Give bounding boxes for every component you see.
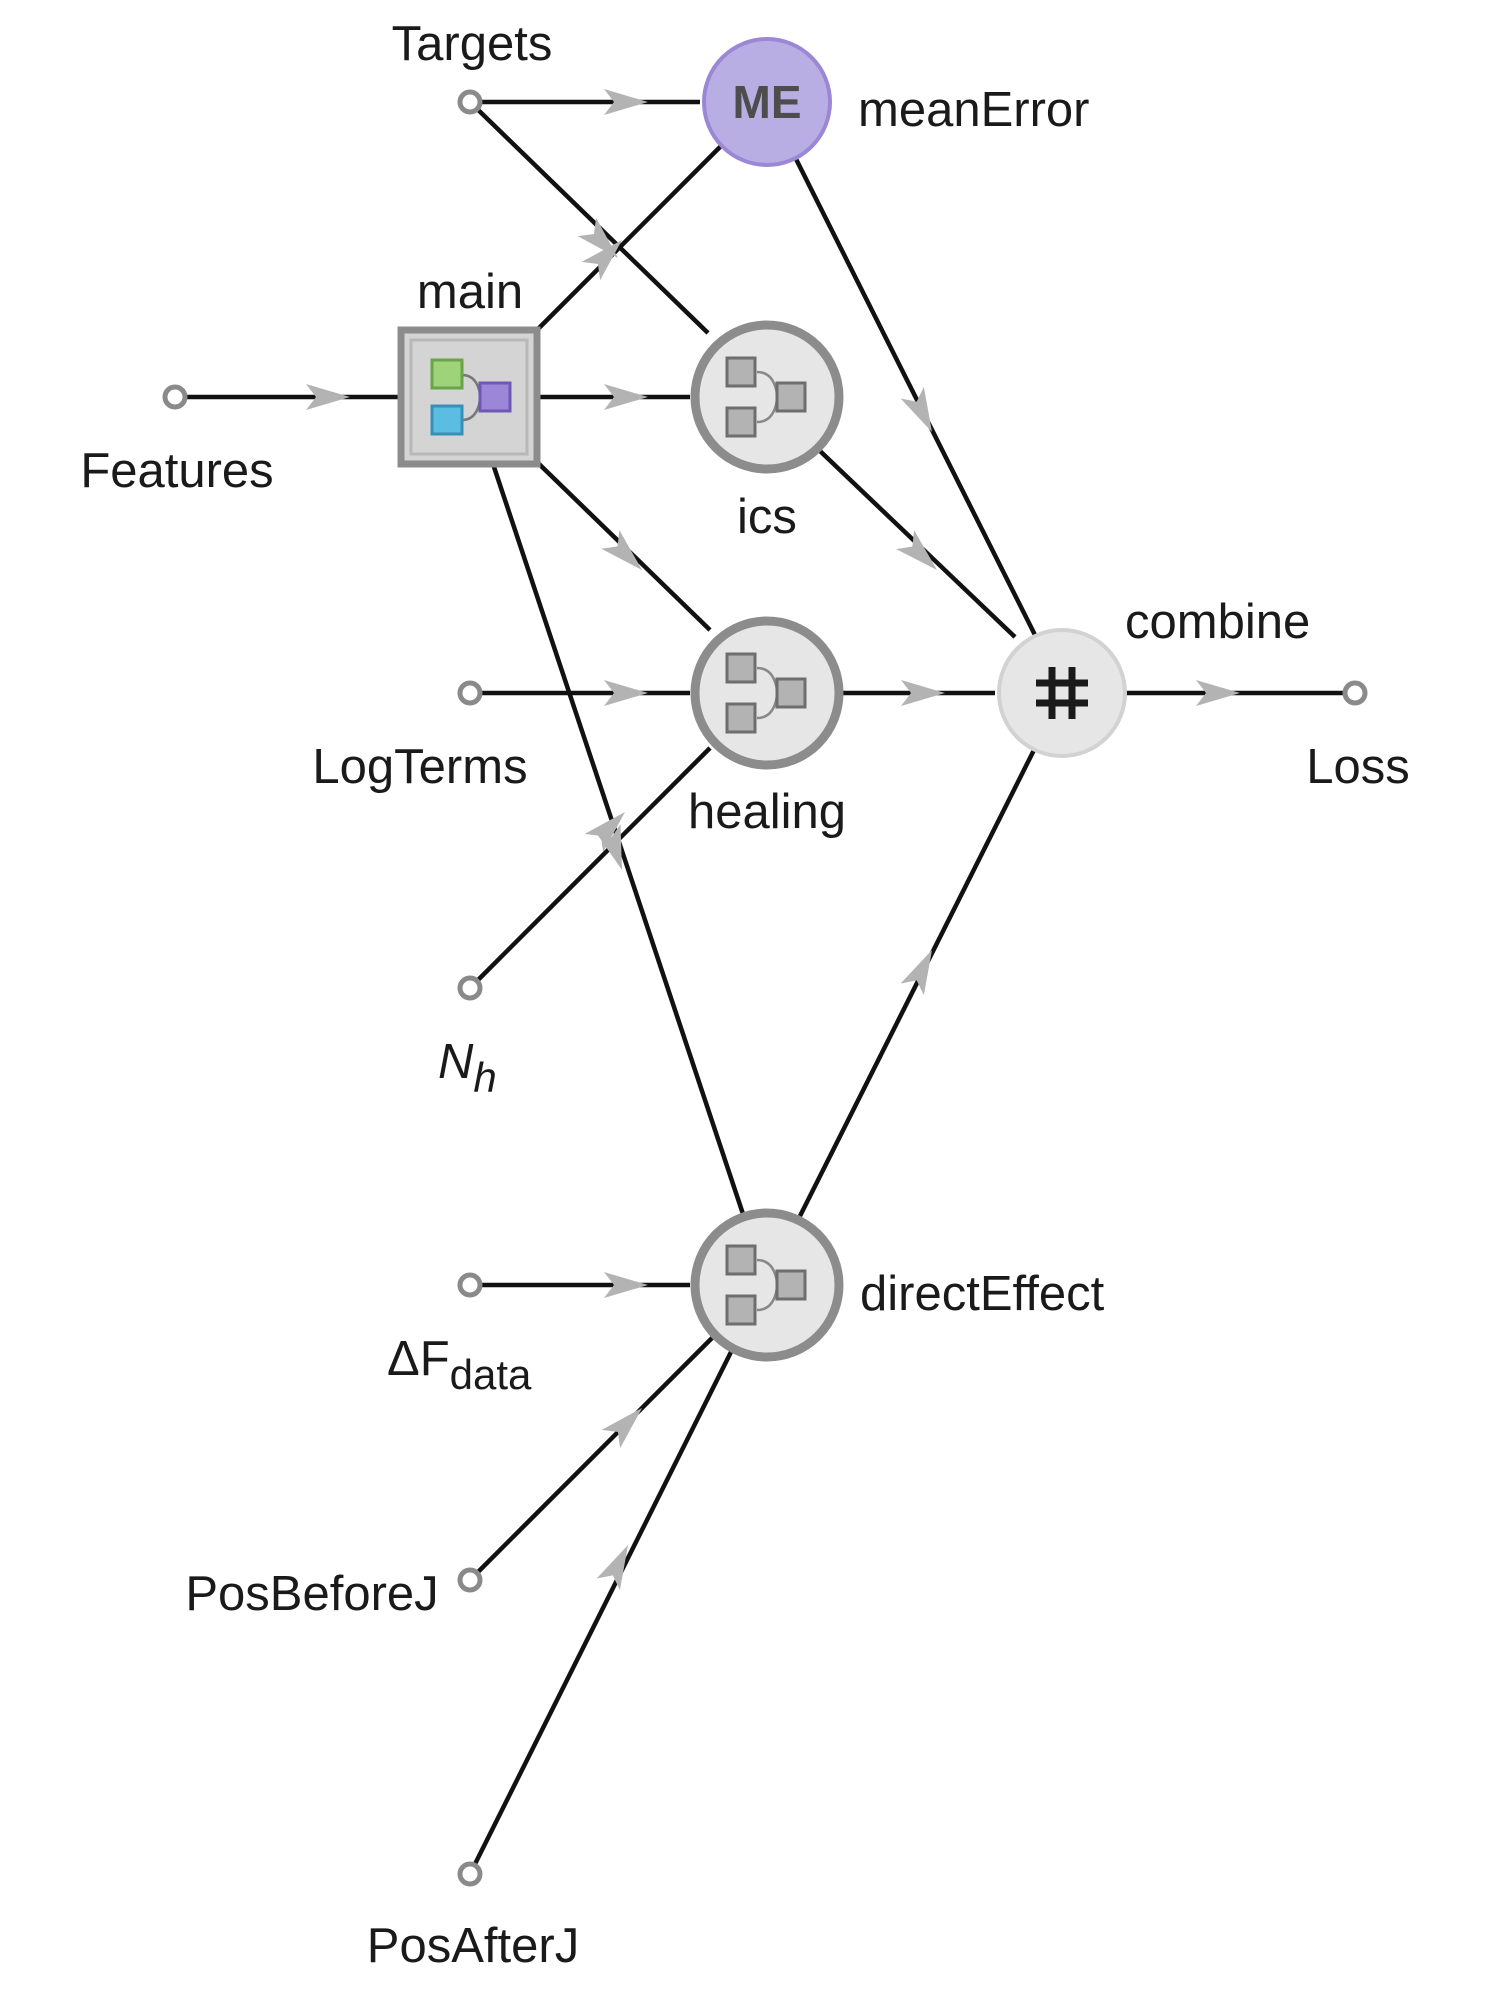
arrowhead — [601, 1408, 642, 1449]
healing-label: healing — [688, 785, 846, 839]
arrowhead — [604, 89, 648, 115]
arrowhead — [1196, 680, 1240, 706]
ics-node[interactable] — [690, 320, 844, 474]
edge-posafter-directeffect — [467, 1348, 735, 1876]
main-node[interactable] — [397, 326, 541, 468]
arrowhead — [577, 217, 618, 258]
network-icon — [725, 652, 807, 734]
meanerror-badge: ME — [733, 76, 802, 128]
labels: Targets meanError main Features ics comb… — [80, 17, 1409, 1973]
edge-meanerror-combine — [792, 155, 1038, 637]
port-deltaf[interactable] — [457, 1272, 483, 1298]
network-icon — [725, 1244, 807, 1326]
edge-posbefore-directeffect — [468, 1336, 714, 1582]
edge-targets-ics — [468, 100, 710, 335]
port-features[interactable] — [162, 384, 188, 410]
edge-main-meanerror — [535, 140, 727, 332]
arrowhead — [584, 812, 625, 853]
main-label: main — [417, 265, 523, 319]
port-loss[interactable] — [1342, 680, 1368, 706]
meanerror-node[interactable]: ME — [702, 37, 832, 167]
arrowhead — [604, 1272, 648, 1298]
arrowhead — [900, 386, 932, 432]
nh-label-main: N — [438, 1035, 474, 1089]
arrowhead — [601, 530, 642, 570]
network-icon — [725, 356, 807, 438]
deltaf-label-main: ΔF — [387, 1332, 450, 1386]
port-logterms[interactable] — [457, 680, 483, 706]
arrowhead — [901, 680, 945, 706]
arrowhead — [595, 824, 622, 870]
arrowhead — [604, 680, 648, 706]
network-composite-icon — [430, 358, 512, 436]
deltaf-label-sub: data — [450, 1351, 532, 1398]
port-posafter[interactable] — [457, 1861, 483, 1887]
arrowhead — [900, 950, 932, 996]
ports — [162, 89, 1368, 1887]
directeffect-label: directEffect — [860, 1267, 1105, 1321]
edge-nh-healing — [468, 746, 712, 990]
catenate-icon — [1036, 667, 1088, 719]
port-nh[interactable] — [457, 975, 483, 1001]
posbefore-label: PosBeforeJ — [185, 1567, 438, 1621]
arrowhead — [604, 384, 648, 410]
healing-node[interactable] — [690, 616, 844, 770]
directeffect-node[interactable] — [690, 1208, 844, 1362]
meanerror-label: meanError — [858, 83, 1089, 137]
arrowheads — [306, 89, 1240, 1591]
arrowhead — [306, 384, 350, 410]
edge-directeffect-combine — [797, 746, 1038, 1218]
combine-node[interactable] — [997, 628, 1127, 758]
port-targets[interactable] — [457, 89, 483, 115]
features-label: Features — [80, 444, 273, 498]
nh-label: Nh — [438, 1035, 497, 1101]
port-posbefore[interactable] — [457, 1567, 483, 1593]
deltaf-label: ΔFdata — [387, 1332, 532, 1398]
logterms-label: LogTerms — [312, 740, 527, 794]
arrowhead — [896, 530, 937, 570]
nh-label-sub: h — [473, 1054, 496, 1101]
targets-label: Targets — [392, 17, 553, 71]
loss-label: Loss — [1306, 740, 1410, 794]
arrowhead — [596, 1545, 628, 1591]
combine-label: combine — [1125, 595, 1310, 649]
ics-label: ics — [737, 490, 797, 544]
posafter-label: PosAfterJ — [367, 1919, 579, 1973]
